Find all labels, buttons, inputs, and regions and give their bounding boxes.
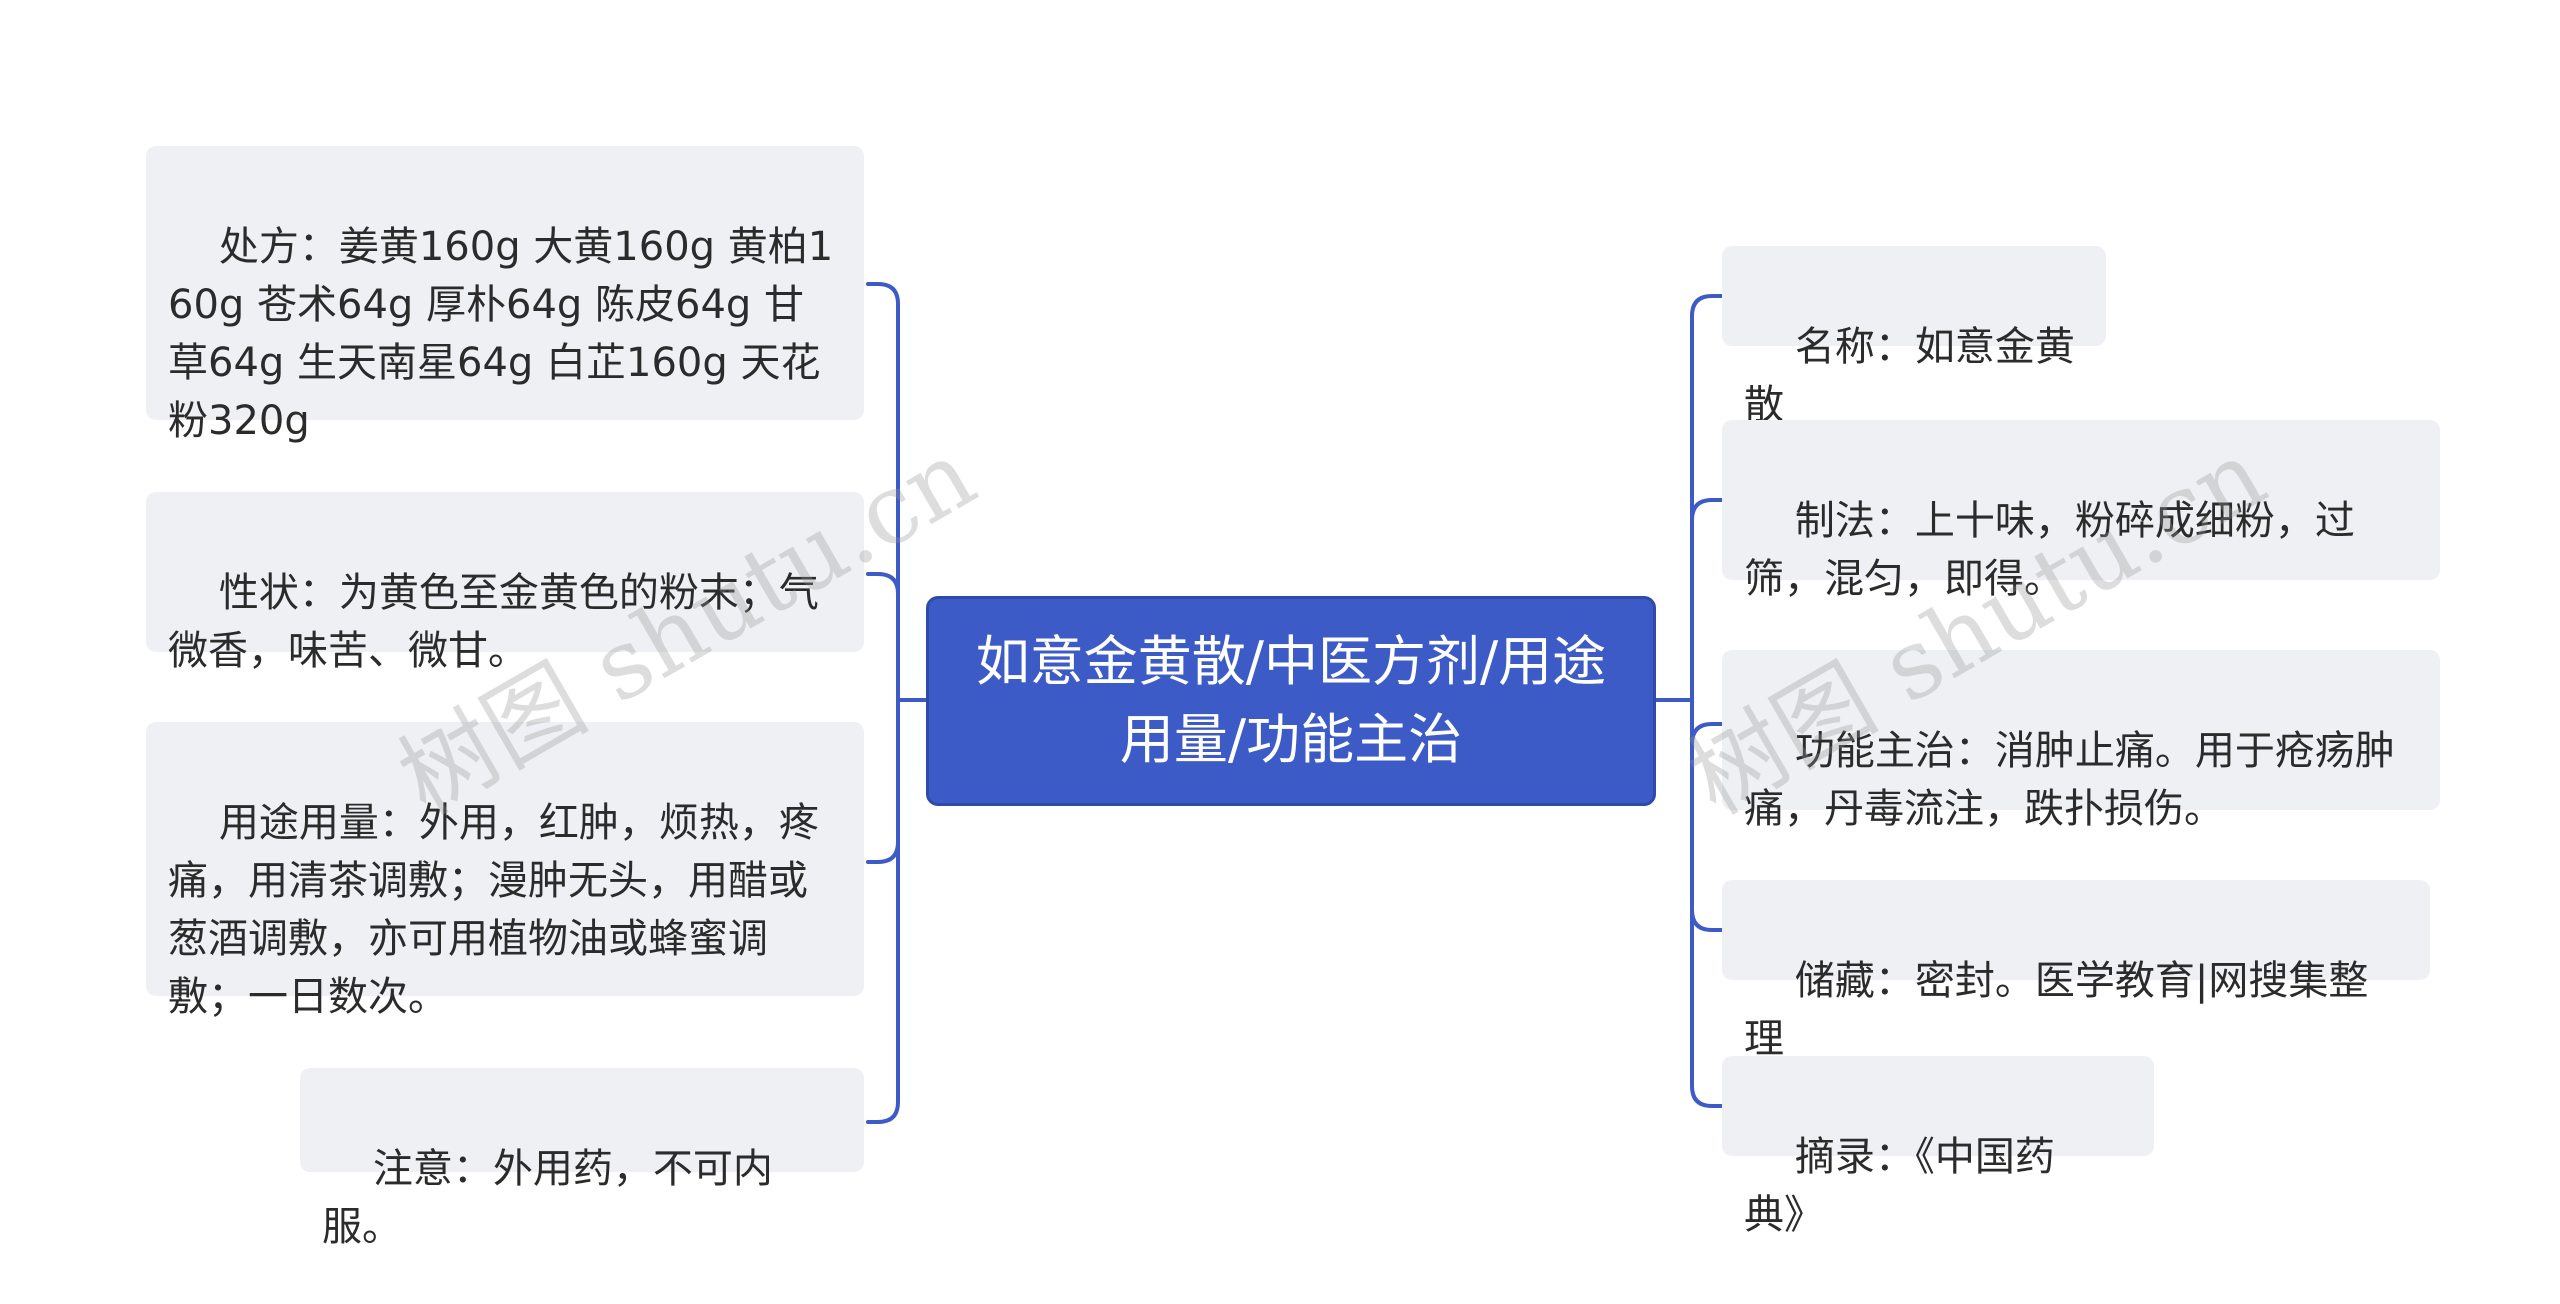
right-node-source-text: 摘录：《中国药典》 <box>1744 1134 2055 1238</box>
left-node-prescription[interactable]: 处方：姜黄160g 大黄160g 黄柏160g 苍术64g 厚朴64g 陈皮64… <box>146 146 864 444</box>
left-node-caution[interactable]: 注意：外用药，不可内服。 <box>300 1068 864 1250</box>
right-node-storage[interactable]: 储藏：密封。医学教育|网搜集整理 <box>1722 880 2430 1062</box>
left-node-usage-dosage[interactable]: 用途用量：外用，红肿，烦热，疼痛，用清茶调敷；漫肿无头，用醋或葱酒调敷，亦可用植… <box>146 722 864 1020</box>
connector-right-5 <box>1690 698 1724 1108</box>
right-node-preparation[interactable]: 制法：上十味，粉碎成细粉，过筛，混匀，即得。 <box>1722 420 2440 602</box>
connector-right-2 <box>1690 498 1724 702</box>
right-node-storage-text: 储藏：密封。医学教育|网搜集整理 <box>1744 958 2369 1062</box>
connector-left-1 <box>866 282 900 702</box>
left-node-usage-dosage-text: 用途用量：外用，红肿，烦热，疼痛，用清茶调敷；漫肿无头，用醋或葱酒调敷，亦可用植… <box>168 800 819 1020</box>
connector-left-2 <box>866 572 900 702</box>
right-node-name[interactable]: 名称：如意金黄散 <box>1722 246 2106 428</box>
left-node-appearance[interactable]: 性状：为黄色至金黄色的粉末；气微香，味苦、微甘。 <box>146 492 864 674</box>
connector-right-4 <box>1690 698 1724 932</box>
left-node-prescription-text: 处方：姜黄160g 大黄160g 黄柏160g 苍术64g 厚朴64g 陈皮64… <box>168 224 834 444</box>
right-node-preparation-text: 制法：上十味，粉碎成细粉，过筛，混匀，即得。 <box>1744 498 2355 602</box>
connector-right-3 <box>1690 698 1724 745</box>
left-node-appearance-text: 性状：为黄色至金黄色的粉末；气微香，味苦、微甘。 <box>168 570 819 674</box>
connector-left-4 <box>866 698 900 1124</box>
central-topic[interactable]: 如意金黄散/中医方剂/用途用量/功能主治 <box>926 596 1656 806</box>
right-node-indications[interactable]: 功能主治：消肿止痛。用于疮疡肿痛，丹毒流注，跌扑损伤。 <box>1722 650 2440 832</box>
left-node-caution-text: 注意：外用药，不可内服。 <box>322 1146 773 1250</box>
connector-right-1 <box>1690 294 1724 702</box>
central-topic-text: 如意金黄散/中医方剂/用途用量/功能主治 <box>975 630 1607 771</box>
right-node-source[interactable]: 摘录：《中国药典》 <box>1722 1056 2154 1238</box>
right-node-indications-text: 功能主治：消肿止痛。用于疮疡肿痛，丹毒流注，跌扑损伤。 <box>1744 728 2395 832</box>
connector-left-3 <box>866 698 900 864</box>
